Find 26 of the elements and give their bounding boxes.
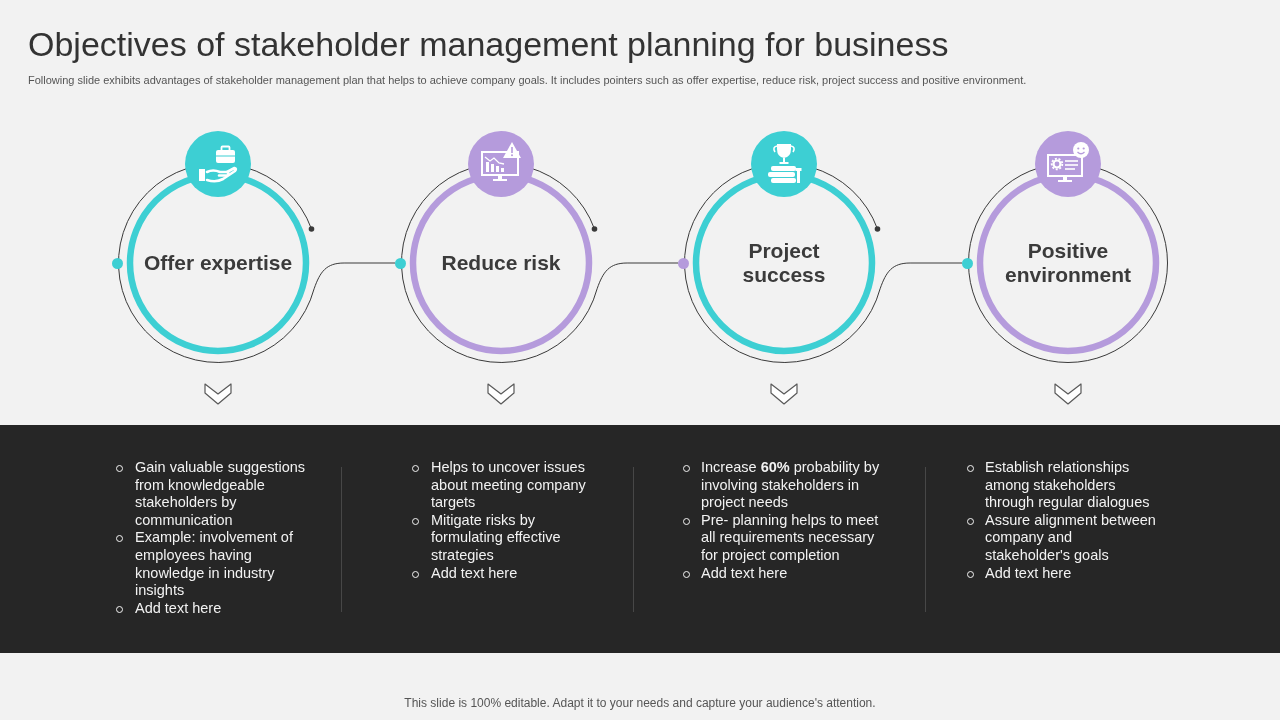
- bullet-text: Pre- planning helps to meet all requirements necessary for project completion: [701, 511, 880, 565]
- circle-label: Offer expertise: [143, 251, 293, 275]
- bullet-text: Add text here: [135, 599, 223, 618]
- connector-line: [596, 262, 679, 290]
- bullet-text: Assure alignment between company and stakeholder's goals: [985, 511, 1157, 565]
- circle-label: Reduce risk: [441, 251, 561, 275]
- connector-line: [313, 262, 396, 290]
- step-circle: [962, 131, 1168, 363]
- step-circle: [112, 131, 318, 363]
- bullet-text: Establish relationships among stakeholders through regular dialogues: [985, 459, 1151, 512]
- bullet-text: Gain valuable suggestions from knowledgeable stakeholders by communication: [135, 459, 307, 530]
- slide-subtitle: Following slide exhibits advantages of stakeholder management plan that helps to achieve company goals. It includes pointers such as offer expertise, reduce risk, project success and positive environment.: [28, 73, 1027, 87]
- bullet-text: Add text here: [701, 564, 789, 583]
- bullet-text: Mitigate risks by formulating effective strategies: [431, 511, 562, 565]
- bullet-text: Increase 60% probability by involving stakeholders in project needs: [701, 459, 881, 512]
- step-circle: [395, 131, 601, 363]
- slide-title: Objectives of stakeholder management planning for business: [28, 24, 949, 64]
- circle-label: Project success: [741, 239, 827, 287]
- bullet-text: Example: involvement of employees having knowledge in industry insights: [135, 529, 294, 600]
- step-circle: [678, 131, 884, 363]
- bullet-text: Helps to uncover issues about meeting company targets: [431, 459, 587, 512]
- bullet-text: Add text here: [431, 564, 519, 583]
- footer-note: This slide is 100% editable. Adapt it to your needs and capture your audience's attention.: [404, 696, 876, 711]
- connector-line: [879, 262, 963, 290]
- circle-label: Positive environment: [1004, 239, 1132, 287]
- bullet-text: Add text here: [985, 564, 1073, 583]
